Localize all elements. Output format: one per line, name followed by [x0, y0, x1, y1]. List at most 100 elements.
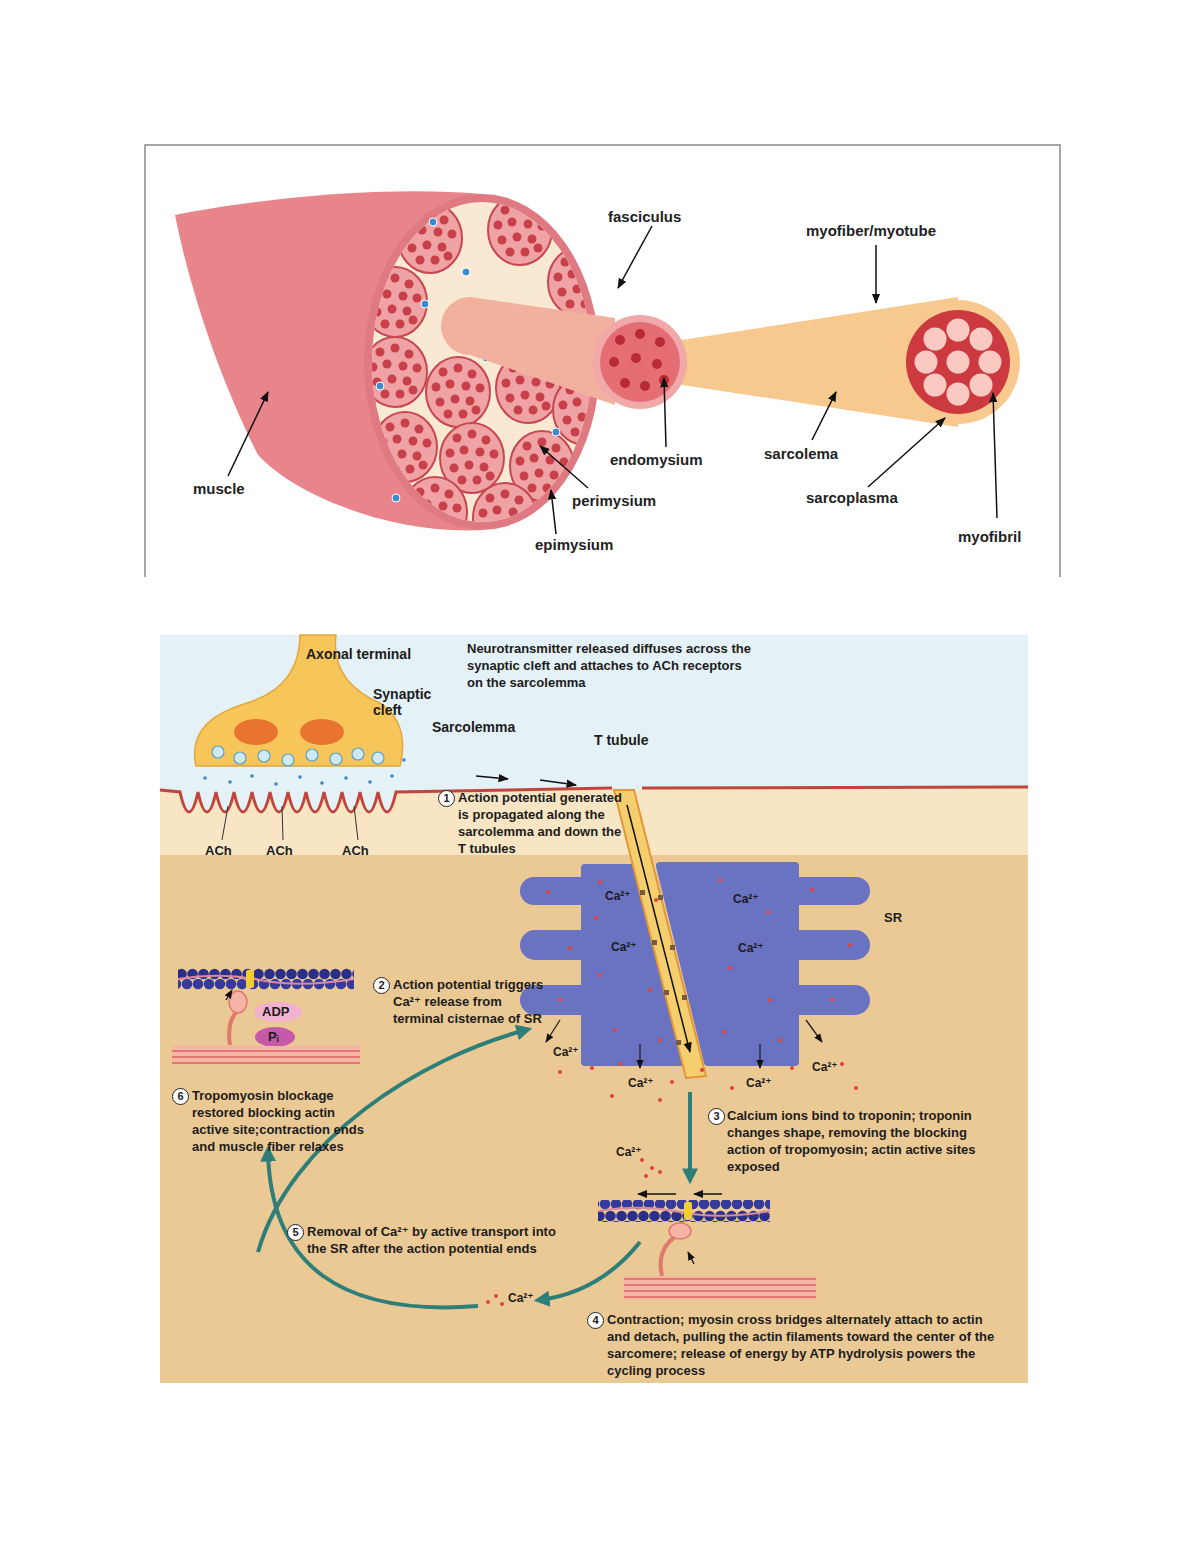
calcium-dot — [654, 898, 658, 902]
fascicle — [488, 195, 552, 265]
sliding-arrow — [638, 1193, 676, 1195]
ach-molecule — [320, 781, 324, 785]
sr-tubule — [780, 877, 870, 905]
calcium-dot — [594, 916, 598, 920]
molecule-label: ADP — [262, 1004, 289, 1019]
sr-tubule — [780, 930, 870, 960]
panel-frame — [145, 145, 1060, 577]
propagation-arrow — [540, 780, 576, 785]
t-tubule-arrow — [627, 805, 690, 1052]
release-arrow — [759, 1044, 760, 1068]
mitochondrion — [234, 719, 278, 745]
vesicle — [372, 752, 384, 764]
calcium-dot — [644, 1174, 648, 1178]
part-label: myofiber/myotube — [806, 222, 936, 239]
part-label: epimysium — [535, 536, 613, 553]
cycle-arrows — [258, 1030, 690, 1307]
vesicle — [234, 752, 246, 764]
fiber-dot — [655, 337, 665, 347]
callout-number: 6 — [172, 1088, 189, 1105]
leader-line — [993, 393, 997, 518]
calcium-dot — [830, 998, 834, 1002]
calcium-dot — [618, 1062, 622, 1066]
myofibrils — [915, 319, 1002, 406]
leader-line — [618, 226, 652, 288]
calcium-dot — [722, 1030, 726, 1034]
vesicle — [330, 753, 342, 765]
sarcoplasm-zone — [160, 855, 1028, 1383]
calcium-dot — [598, 880, 602, 884]
myofibril-section — [970, 374, 993, 397]
calcium-dot — [718, 878, 722, 882]
ach-molecule — [402, 758, 406, 762]
troponin — [684, 1202, 692, 1220]
sr-tubule — [780, 985, 870, 1015]
calcium-dot — [546, 890, 550, 894]
ach-molecule — [274, 782, 278, 786]
ion-label: Ca²⁺ — [746, 1076, 772, 1090]
step-description: Tropomyosin blockage restored blocking a… — [192, 1087, 364, 1155]
fascicle-section — [600, 322, 680, 402]
leader-line — [222, 806, 228, 840]
junction-foot — [640, 890, 645, 895]
actin-filament — [598, 1200, 770, 1222]
fiber-dot — [609, 357, 619, 367]
fiber-dot — [640, 381, 650, 391]
sr-tubule — [520, 877, 600, 905]
fiber-dot — [615, 335, 625, 345]
fiber-dots — [609, 329, 669, 391]
part-label: myofibril — [958, 528, 1021, 545]
ion-label: Ca²⁺ — [628, 1076, 654, 1090]
calcium-dot — [500, 1302, 504, 1306]
junction-foot — [664, 990, 669, 995]
release-arrow — [639, 1044, 640, 1068]
step-description: Calcium ions bind to troponin; troponin … — [727, 1107, 1002, 1175]
leader-line — [282, 806, 283, 840]
leader-line — [228, 392, 268, 476]
calcium-dot — [610, 1094, 614, 1098]
calcium-dot — [590, 1066, 594, 1070]
calcium-dot — [558, 1070, 562, 1074]
ach-molecule — [368, 780, 372, 784]
calcium-dot — [854, 1086, 858, 1090]
tropomyosin — [178, 976, 354, 984]
release-arrow — [546, 1020, 560, 1042]
vesicle — [258, 750, 270, 762]
calcium-dot — [728, 966, 732, 970]
sr-tubule — [520, 930, 600, 960]
calcium-dot — [766, 910, 770, 914]
part-label: perimysium — [572, 492, 656, 509]
cycle-arrow — [688, 1092, 692, 1178]
calcium-dot — [650, 1166, 654, 1170]
calcium-dot — [768, 998, 772, 1002]
mitochondrion — [300, 719, 344, 745]
part-label: muscle — [193, 480, 245, 497]
calcium-dot — [658, 1038, 662, 1042]
sliding-arrows — [638, 1193, 722, 1195]
step-description: Removal of Ca²⁺ by active transport into… — [307, 1223, 575, 1257]
junction-foot — [658, 895, 663, 900]
ion-label: Ca²⁺ — [738, 941, 764, 955]
ach-molecule — [344, 776, 348, 780]
calcium-dot — [790, 1066, 794, 1070]
ach-molecule — [298, 775, 302, 779]
calcium-dot — [778, 1038, 782, 1042]
molecule-label: SR — [884, 910, 902, 925]
leader-line — [540, 446, 588, 488]
leader-line — [354, 806, 358, 840]
vesicle — [282, 754, 294, 766]
fascicle — [373, 412, 437, 482]
propagation-arrow — [476, 776, 508, 779]
actin-filament — [178, 968, 354, 990]
adp-bubble — [254, 1002, 302, 1022]
molecule-label: ACh — [205, 843, 232, 858]
callout-number: 1 — [438, 790, 455, 807]
part-label: sarcoplasma — [806, 489, 898, 506]
leader-line — [551, 490, 556, 534]
cycle-arrow — [540, 1242, 640, 1300]
calcium-dot — [700, 1068, 704, 1072]
thick-filament — [172, 1046, 360, 1064]
fascicle — [363, 337, 427, 407]
calcium-dot — [658, 1170, 662, 1174]
junction-foot — [652, 940, 657, 945]
